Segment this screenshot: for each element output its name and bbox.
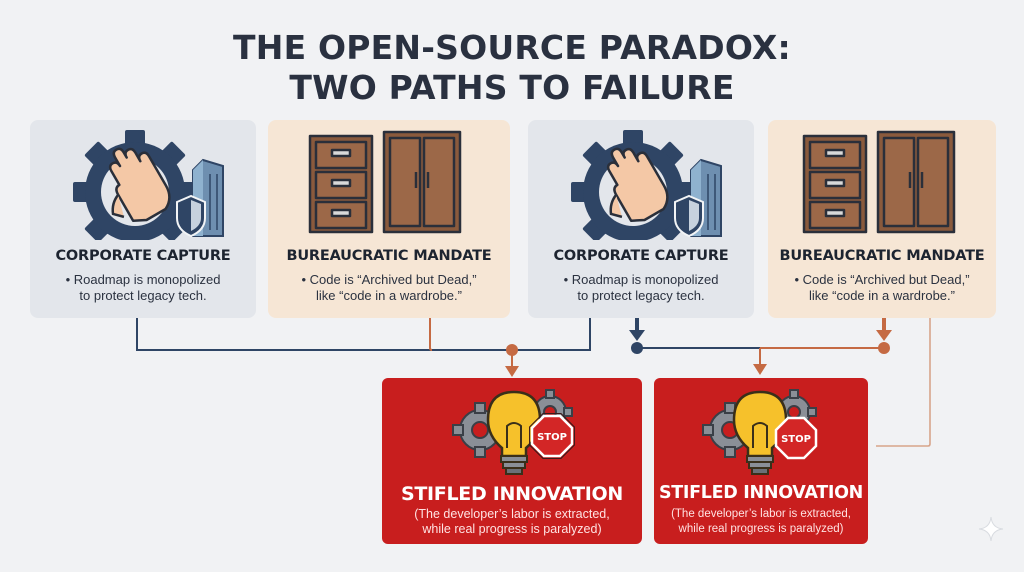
wardrobe-icon: [876, 130, 956, 234]
node-navy: [631, 342, 643, 354]
stop-sign-icon: STOP: [774, 416, 818, 460]
node-outcome-1: [506, 344, 518, 356]
outcome-heading: STIFLED INNOVATION: [400, 483, 623, 505]
node-orange: [878, 342, 890, 354]
arrow-mandate-2: [876, 330, 892, 341]
card-body: • Roadmap is monopolized to protect lega…: [65, 272, 221, 303]
outcome-stifled-innovation-2: STOP STIFLED INNOVATION (The developer’s…: [654, 378, 868, 544]
arrow-outcome-2: [753, 364, 767, 375]
gear-hand-icon: [571, 130, 722, 240]
wardrobe-icon: [382, 130, 462, 234]
connector-capture-2-left: [512, 318, 591, 351]
title-line-2: TWO PATHS TO FAILURE: [289, 68, 735, 107]
lightbulb-gears-icon: STOP: [452, 389, 575, 475]
card-body: • Code is “Archived but Dead,” like “cod…: [794, 272, 970, 303]
card-body: • Roadmap is monopolized to protect lega…: [563, 272, 719, 303]
card-corporate-capture-2: CORPORATE CAPTURE • Roadmap is monopoliz…: [528, 120, 754, 318]
card-body: • Code is “Archived but Dead,” like “cod…: [301, 272, 477, 303]
outcome-description: (The developer’s labor is extracted, whi…: [414, 507, 610, 536]
gear-hand-icon: [73, 130, 224, 240]
card-heading: CORPORATE CAPTURE: [553, 248, 729, 264]
card-heading: BUREAUCRATIC MANDATE: [779, 248, 985, 264]
card-bureaucratic-mandate-2: BUREAUCRATIC MANDATE • Code is “Archived…: [768, 120, 996, 318]
connector-mandate-1: [429, 318, 433, 351]
connector-capture-1: [136, 318, 512, 351]
filing-cabinet-icon: [802, 130, 956, 234]
card-heading: CORPORATE CAPTURE: [55, 248, 231, 264]
arrow-outcome-1: [505, 366, 519, 377]
card-bureaucratic-mandate-1: BUREAUCRATIC MANDATE • Code is “Archived…: [268, 120, 510, 318]
card-heading: BUREAUCRATIC MANDATE: [286, 248, 492, 264]
sparkle-icon: [978, 516, 1004, 542]
stop-sign-text: STOP: [537, 432, 567, 443]
arrow-capture-2: [629, 330, 645, 341]
connector-side-return: [876, 318, 931, 447]
stop-sign-text: STOP: [781, 434, 811, 445]
outcome-stifled-innovation-1: STOP STIFLED INNOVATION (The developer’s…: [382, 378, 642, 544]
outcome-description: (The developer’s labor is extracted, whi…: [671, 508, 851, 535]
filing-cabinet-icon: [308, 130, 462, 234]
stop-sign-icon: STOP: [529, 413, 575, 459]
title-line-1: THE OPEN-SOURCE PARADOX:: [233, 28, 791, 67]
outcome-heading: STIFLED INNOVATION: [658, 483, 864, 503]
page-title: THE OPEN-SOURCE PARADOX: TWO PATHS TO FA…: [0, 28, 1024, 108]
lightbulb-gears-icon: STOP: [702, 389, 818, 475]
card-corporate-capture-1: CORPORATE CAPTURE • Roadmap is monopoliz…: [30, 120, 256, 318]
